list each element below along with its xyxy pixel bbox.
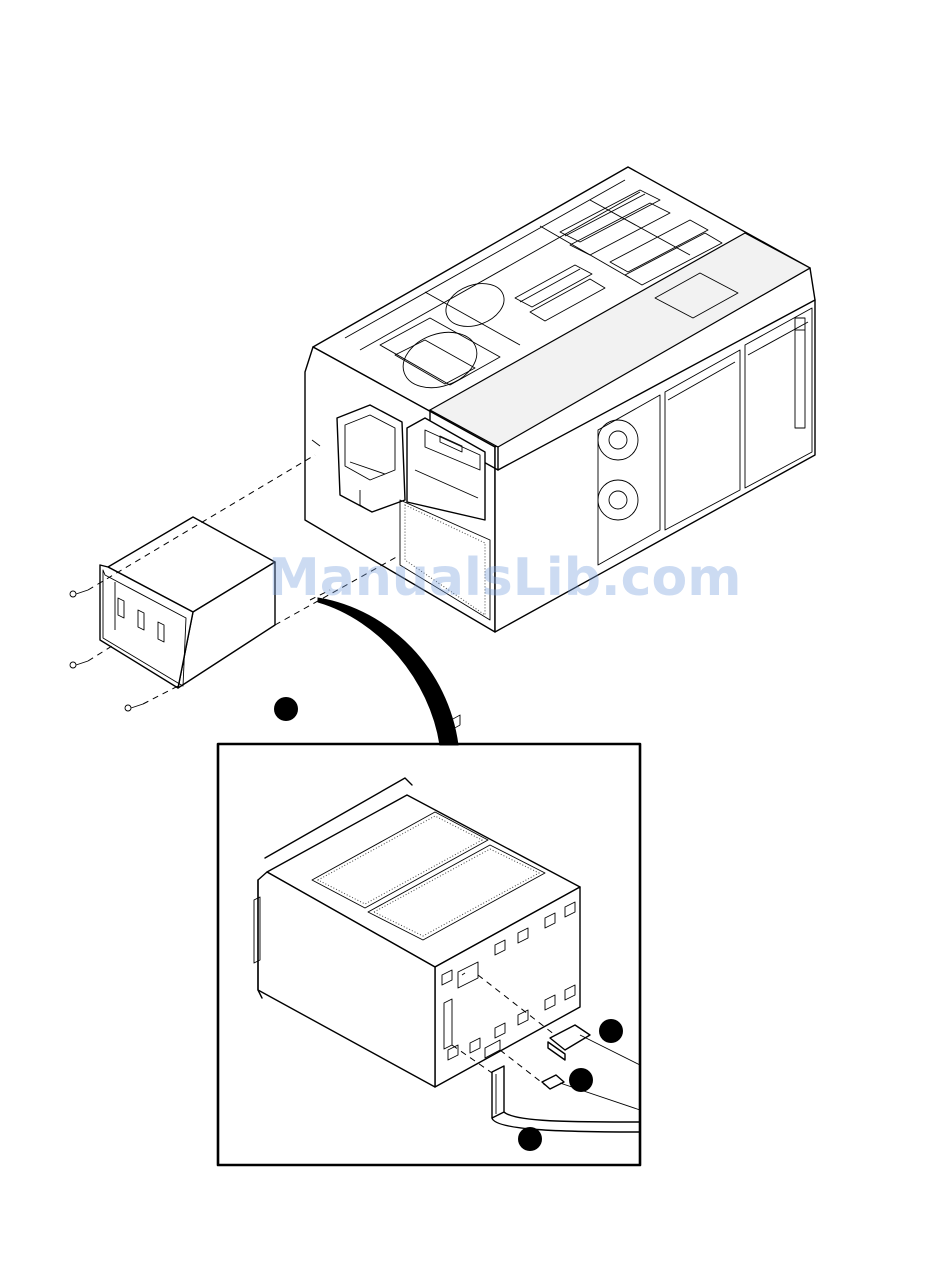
scsi-ribbon-cable xyxy=(492,1066,640,1132)
detail-connector xyxy=(318,598,458,745)
screw-icon xyxy=(70,661,88,668)
detail-inset xyxy=(218,715,640,1165)
callout-1 xyxy=(274,697,298,721)
screw-icon xyxy=(125,704,143,711)
drive-cage-rear-view xyxy=(254,715,580,1087)
callout-3 xyxy=(569,1068,593,1092)
callout-4 xyxy=(518,1127,542,1151)
server-chassis xyxy=(305,167,815,632)
callout-2 xyxy=(599,1019,623,1043)
power-cable xyxy=(548,1025,640,1065)
screw-icon xyxy=(70,590,88,597)
drive-cage xyxy=(100,517,275,688)
